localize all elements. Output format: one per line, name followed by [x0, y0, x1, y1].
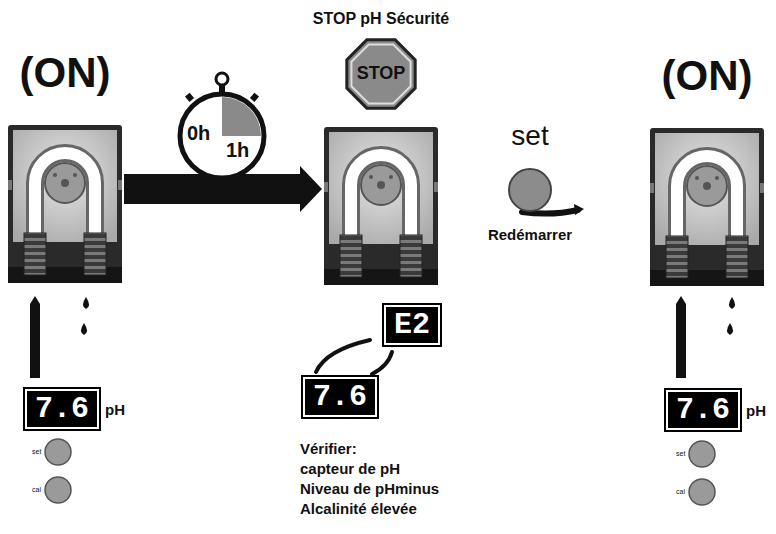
node-text: STOP pH Sécurité	[254, 10, 508, 28]
pump	[650, 128, 764, 286]
button-label: cal	[32, 486, 41, 493]
button-label: set	[32, 448, 41, 455]
node-text: 0h	[187, 122, 210, 145]
pump	[324, 127, 438, 285]
node-caption: pH	[746, 402, 766, 419]
node-text: set	[480, 120, 580, 152]
probe	[676, 296, 686, 378]
pump: STOP pH Sécurité	[324, 127, 438, 285]
node-caption: pH	[105, 401, 125, 418]
drop	[83, 297, 89, 309]
node-text: E2	[394, 310, 430, 340]
node-text: (ON)	[0, 49, 152, 97]
ph-display: 7.6pH	[666, 390, 740, 430]
pump: (ON)	[8, 125, 122, 283]
button-label: cal	[676, 488, 685, 495]
button-label: set	[676, 450, 685, 457]
set-button: setRedémarrer	[508, 168, 552, 212]
ph-display: 7.6pH	[25, 389, 99, 429]
node-text: (ON)	[620, 52, 776, 100]
stop-sign: STOP	[343, 36, 419, 112]
check-note: Niveau de pHminus	[300, 480, 439, 497]
probe	[30, 296, 40, 378]
node-caption: 1h	[226, 139, 249, 162]
pump: (ON)	[650, 128, 764, 286]
ph-display: 7.6	[303, 377, 377, 417]
pump	[8, 125, 122, 283]
timer: 0h 1h	[178, 92, 266, 180]
check-note: Alcalinité élevée	[300, 500, 417, 517]
node-text: 7.6	[35, 394, 89, 424]
node-text: 7.6	[676, 395, 730, 425]
check-note: Vérifier:	[300, 440, 357, 457]
button-tail	[574, 204, 584, 215]
drop	[729, 297, 735, 309]
node-caption: Redémarrer	[460, 226, 600, 243]
node-text: 7.6	[313, 382, 367, 412]
drop	[727, 323, 733, 335]
check-note: capteur de pH	[300, 460, 400, 477]
error-display: E2	[384, 305, 440, 345]
node-text: STOP	[343, 63, 419, 84]
buttons	[45, 439, 715, 505]
speech-bubble	[316, 340, 392, 374]
drop	[81, 323, 87, 335]
